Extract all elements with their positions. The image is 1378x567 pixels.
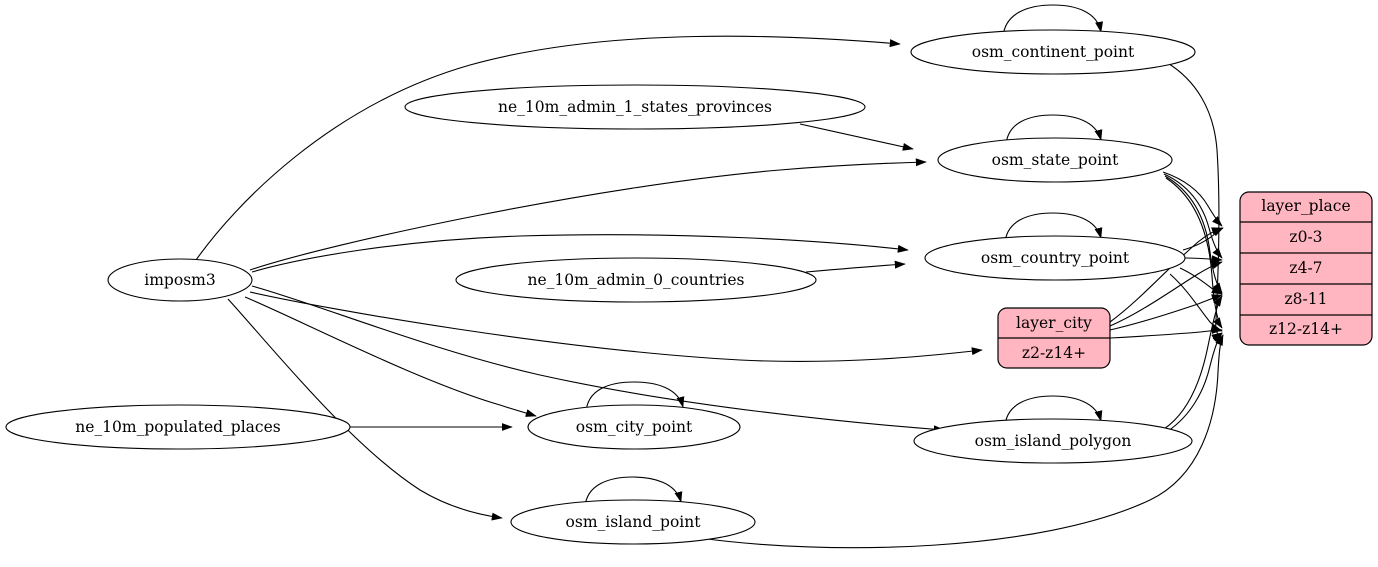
- edge-osm_state_point-to-layer_place-z8-11: [1164, 175, 1223, 294]
- edge-layer_city-to-layer_place-z4-7: [1109, 261, 1223, 327]
- edge-imposm3-to-osm_state_point: [249, 158, 927, 271]
- record-row-z12-z14[interactable]: z12-z14+: [1269, 320, 1343, 338]
- edge-imposm3-to-osm_continent_point: [195, 35, 901, 261]
- node-osm_city_point[interactable]: osm_city_point: [527, 404, 741, 450]
- node-label: osm_city_point: [576, 418, 693, 436]
- edge-osm_island_polygon-to-layer_place-z12-z14: [1167, 332, 1223, 432]
- edge-layer_city-to-layer_place-z0-3: [1109, 227, 1223, 323]
- edge-osm_island_point-to-layer_place-z12-z14: [699, 334, 1224, 549]
- record-row-z2-z14[interactable]: z2-z14+: [1022, 344, 1086, 362]
- node-osm_island_polygon[interactable]: osm_island_polygon: [913, 418, 1193, 464]
- node-label: osm_country_point: [981, 249, 1130, 267]
- edge-layer_city-to-layer_place-z12-z14: [1109, 326, 1223, 339]
- node-layer: imposm3 ne_10m_admin_1_states_provinces …: [5, 29, 1373, 545]
- node-shape-ellipse: [404, 84, 866, 130]
- node-imposm3[interactable]: imposm3: [107, 258, 253, 302]
- record-row-z8-11[interactable]: z8-11: [1285, 290, 1328, 308]
- edge-imposm3-to-osm_city_point: [244, 296, 537, 417]
- edge-imposm3-to-osm_country_point: [251, 234, 909, 273]
- node-shape-record: [1239, 191, 1373, 346]
- record-row-title: layer_place: [1261, 197, 1350, 215]
- node-shape-ellipse: [913, 418, 1193, 464]
- edge-osm_state_point-to-layer_place-z0-3: [1162, 171, 1223, 227]
- edge-layer_city-to-layer_place-z8-11: [1109, 294, 1223, 331]
- edge-osm_state_point-to-layer_place-z4-7: [1163, 173, 1223, 259]
- node-shape-ellipse: [455, 257, 817, 303]
- edge-osm_country_point-to-layer_place-z4-7: [1184, 255, 1223, 264]
- record-row-title: layer_city: [1016, 314, 1092, 332]
- node-ne_10m_admin_0_countries[interactable]: ne_10m_admin_0_countries: [455, 257, 817, 303]
- node-shape-ellipse: [510, 499, 756, 545]
- node-shape-ellipse: [924, 235, 1186, 281]
- node-label: osm_state_point: [992, 151, 1120, 169]
- node-osm_state_point[interactable]: osm_state_point: [937, 137, 1173, 183]
- edge-imposm3-to-osm_island_polygon: [251, 285, 945, 434]
- node-shape-ellipse: [937, 137, 1173, 183]
- node-label: osm_island_polygon: [975, 432, 1132, 450]
- node-layer_place[interactable]: layer_place z0-3 z4-7 z8-11 z12-z14+: [1239, 191, 1373, 346]
- edge-osm_country_point-to-layer_place-z8-11: [1179, 267, 1223, 295]
- node-label: osm_continent_point: [972, 43, 1135, 61]
- edge-layer: [195, 4, 1224, 549]
- node-label: ne_10m_admin_1_states_provinces: [498, 98, 772, 116]
- edge-ne_10m_admin_0_countries-to-osm_country_point: [805, 260, 906, 273]
- edge-self-osm_continent_point: [1002, 4, 1104, 38]
- node-shape-ellipse: [910, 29, 1196, 75]
- edge-imposm3-to-osm_island_point: [227, 298, 503, 521]
- edge-osm_state_point-to-layer_place-z12-z14: [1165, 177, 1223, 329]
- record-row-z4-7[interactable]: z4-7: [1289, 259, 1322, 277]
- node-label: osm_island_point: [566, 513, 702, 531]
- edge-osm_country_point-to-layer_place-z0-3: [1182, 227, 1224, 251]
- node-ne_10m_admin_1_states_provinces[interactable]: ne_10m_admin_1_states_provinces: [404, 84, 866, 130]
- node-osm_country_point[interactable]: osm_country_point: [924, 235, 1186, 281]
- node-layer_city[interactable]: layer_city z2-z14+: [997, 307, 1111, 369]
- node-shape-ellipse: [527, 404, 741, 450]
- edge-self-osm_city_point: [585, 381, 685, 414]
- edge-self-osm_country_point: [1004, 212, 1103, 245]
- node-label: ne_10m_populated_places: [75, 418, 280, 436]
- edge-ne_10m_admin_1_states_provinces-to-osm_state_point: [799, 123, 914, 151]
- node-osm_continent_point[interactable]: osm_continent_point: [910, 29, 1196, 75]
- node-label: ne_10m_admin_0_countries: [528, 271, 745, 289]
- node-label: imposm3: [144, 271, 215, 289]
- record-row-z0-3[interactable]: z0-3: [1289, 228, 1322, 246]
- node-osm_island_point[interactable]: osm_island_point: [510, 499, 756, 545]
- node-ne_10m_populated_places[interactable]: ne_10m_populated_places: [5, 404, 351, 450]
- edge-imposm3-to-layer_city: [249, 291, 983, 362]
- node-shape-ellipse: [5, 404, 351, 450]
- edge-self-osm_island_polygon: [1004, 395, 1103, 428]
- edge-osm_island_polygon-to-layer_place-z8-11: [1163, 295, 1223, 430]
- edge-self-osm_state_point: [1005, 114, 1103, 147]
- node-shape-ellipse: [107, 258, 253, 302]
- edge-self-osm_island_point: [584, 476, 683, 509]
